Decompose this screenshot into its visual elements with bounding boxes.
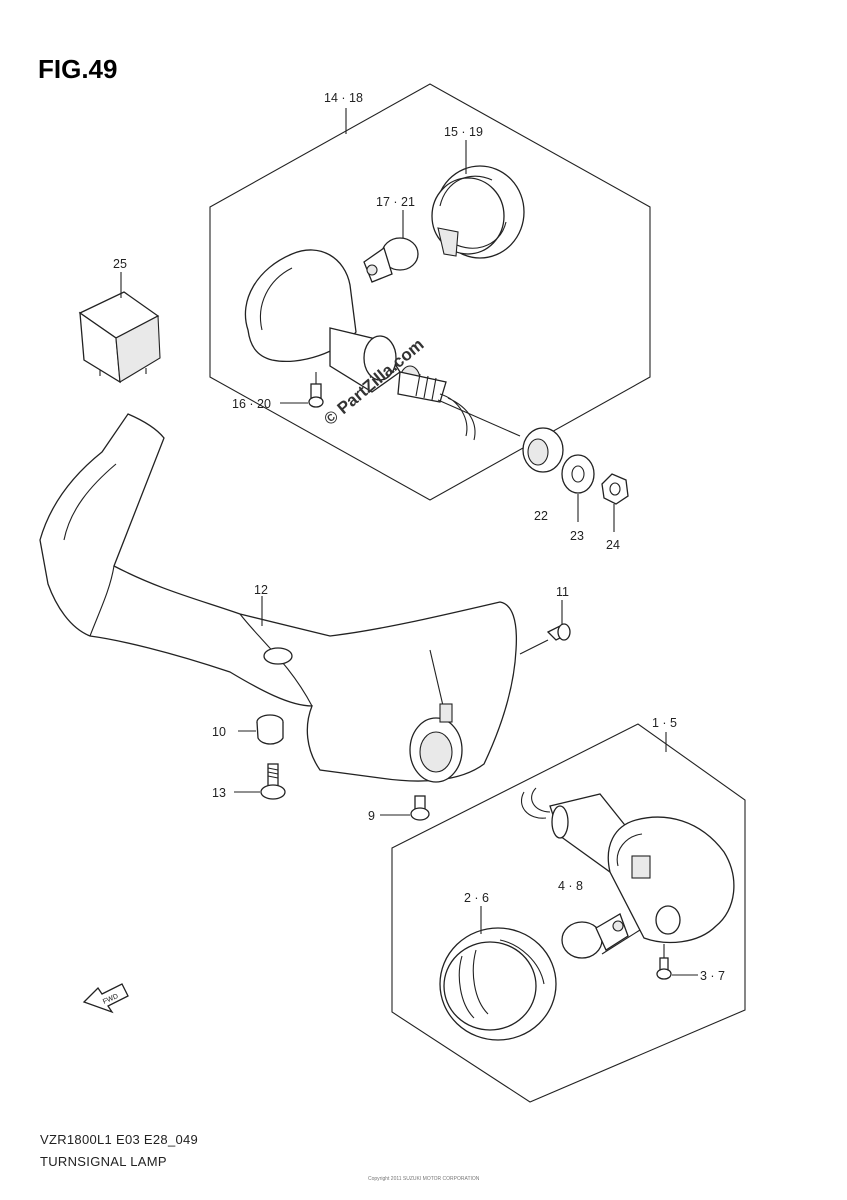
upper-assembly-boundary xyxy=(209,83,651,501)
callout-16-20: 16 · 20 xyxy=(232,397,271,411)
screw-16-20 xyxy=(280,372,324,408)
callout-10: 10 xyxy=(212,725,226,739)
callout-22: 22 xyxy=(534,509,548,523)
callout-11: 11 xyxy=(556,585,569,599)
screw-3-7 xyxy=(656,944,698,980)
callout-12: 12 xyxy=(254,583,268,597)
upper-lens xyxy=(431,165,525,259)
figure-subtitle: TURNSIGNAL LAMP xyxy=(40,1154,167,1169)
relay-25 xyxy=(78,291,161,384)
callout-17-21: 17 · 21 xyxy=(376,195,415,209)
upper-turn-signal xyxy=(244,249,521,441)
callout-9: 9 xyxy=(368,809,375,823)
callout-4-8: 4 · 8 xyxy=(558,879,583,893)
callout-1-5: 1 · 5 xyxy=(652,716,677,730)
bolt-13 xyxy=(260,763,286,800)
grommet-22 xyxy=(522,427,564,473)
fine-print: Copyright 2011 SUZUKI MOTOR CORPORATION xyxy=(368,1176,480,1182)
lower-turn-signal xyxy=(520,787,735,944)
callout-24: 24 xyxy=(606,538,620,552)
screw-11 xyxy=(519,600,571,655)
callout-14-18: 14 · 18 xyxy=(324,91,363,105)
washer-23 xyxy=(561,454,595,494)
upper-bulb xyxy=(363,237,419,283)
lower-lens xyxy=(439,927,557,1041)
callout-25: 25 xyxy=(113,257,127,271)
callout-15-19: 15 · 19 xyxy=(444,125,483,139)
callout-23: 23 xyxy=(570,529,584,543)
grommet-10 xyxy=(256,714,284,745)
callout-2-6: 2 · 6 xyxy=(464,891,489,905)
callout-13: 13 xyxy=(212,786,226,800)
bracket-12 xyxy=(39,413,518,783)
model-code: VZR1800L1 E03 E28_049 xyxy=(40,1132,198,1147)
lower-bulb xyxy=(561,913,629,959)
figure-title: FIG.49 xyxy=(38,54,117,84)
lower-assembly-boundary xyxy=(391,723,746,1103)
nut-24 xyxy=(601,473,629,505)
forward-arrow-icon: FWD xyxy=(82,983,129,1014)
callout-3-7: 3 · 7 xyxy=(700,969,725,983)
screw-9 xyxy=(410,795,430,821)
